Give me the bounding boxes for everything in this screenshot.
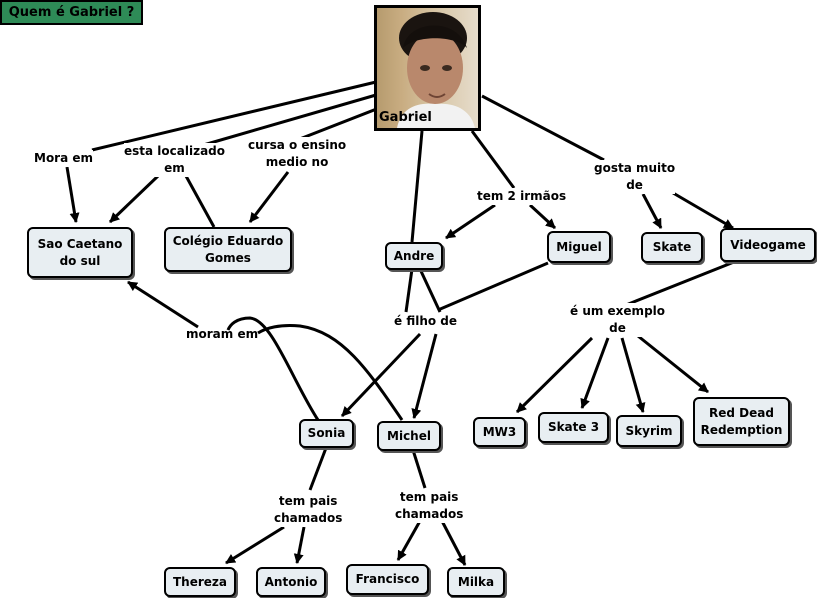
connector-gabriel-mora	[91, 80, 377, 152]
node-sonia[interactable]: Sonia	[299, 419, 354, 448]
node-skate3[interactable]: Skate 3	[538, 412, 609, 443]
link-esta-localizado: esta localizado em	[124, 143, 226, 177]
node-milka[interactable]: Milka	[447, 567, 505, 597]
connector-andre-filho-b	[418, 268, 442, 313]
arrow-cursa-colegio	[248, 171, 290, 223]
map-title: Quem é Gabriel ?	[0, 0, 143, 25]
link-exemplo: é um exemplo de	[570, 303, 666, 337]
node-sao-caetano[interactable]: Sao Caetano do sul	[27, 227, 133, 278]
connector-michel-pais	[411, 449, 427, 489]
connector-gabriel-esta	[199, 93, 377, 148]
link-pais-sonia: tem pais chamados	[274, 493, 343, 527]
arrow-exemplo-reddead	[637, 334, 709, 394]
connector-sonia-moram	[226, 316, 320, 421]
node-thereza[interactable]: Thereza	[164, 567, 236, 597]
node-antonio[interactable]: Antonio	[256, 567, 326, 597]
arrow-esta-sao-caetano	[108, 174, 160, 224]
node-skyrim[interactable]: Skyrim	[616, 415, 682, 447]
link-tem-irmaos: tem 2 irmãos	[477, 188, 567, 205]
link-mora-em: Mora em	[34, 150, 94, 167]
arrow-pais-francisco	[396, 520, 422, 561]
connector-gabriel-gosta	[481, 94, 605, 162]
arrow-irmaos-andre	[445, 203, 496, 240]
link-filho-de: é filho de	[394, 313, 458, 330]
node-michel[interactable]: Michel	[377, 421, 441, 451]
arrow-moram-sao-caetano	[127, 280, 199, 329]
node-andre[interactable]: Andre	[385, 242, 443, 270]
node-skate[interactable]: Skate	[641, 232, 703, 263]
link-moram-em: moram em	[186, 327, 259, 341]
arrow-gosta-skate	[641, 193, 663, 229]
arrow-irmaos-miguel	[528, 203, 557, 230]
arrow-gosta-videogame	[667, 188, 734, 230]
arrow-exemplo-mw3	[515, 336, 594, 414]
arrow-pais-milka	[440, 520, 467, 566]
arrow-filho-michel	[411, 333, 438, 419]
connector-gabriel-andre	[410, 130, 424, 243]
node-miguel[interactable]: Miguel	[547, 231, 611, 263]
connector-colegio-esta	[184, 175, 216, 228]
node-colegio[interactable]: Colégio Eduardo Gomes	[164, 227, 292, 272]
arrow-pais-antonio	[293, 526, 306, 564]
node-mw3[interactable]: MW3	[473, 417, 526, 447]
gabriel-label: Gabriel	[379, 110, 432, 125]
link-pais-michel: tem pais chamados	[395, 489, 464, 523]
connector-andre-filho-a	[404, 268, 414, 313]
connector-videogame-exemplo	[625, 260, 735, 307]
link-gosta: gosta muito de	[594, 160, 676, 194]
connector-miguel-filho	[437, 261, 549, 312]
link-cursa: cursa o ensino medio no	[248, 137, 347, 171]
node-francisco[interactable]: Francisco	[346, 564, 429, 595]
portrait-photo-icon	[397, 12, 475, 128]
arrow-exemplo-skyrim	[620, 337, 646, 413]
connector-gabriel-irmaos	[470, 130, 516, 189]
arrow-pais-thereza	[225, 525, 285, 565]
arrow-filho-sonia	[340, 332, 422, 418]
gabriel-photo: Gabriel	[374, 5, 481, 131]
connector-sonia-pais	[308, 447, 328, 491]
arrow-exemplo-skate3	[580, 337, 610, 409]
node-videogame[interactable]: Videogame	[720, 228, 816, 262]
node-red-dead[interactable]: Red Dead Redemption	[693, 397, 790, 446]
connector-michel-moram	[257, 324, 404, 421]
arrow-mora-sao-caetano	[65, 166, 80, 223]
